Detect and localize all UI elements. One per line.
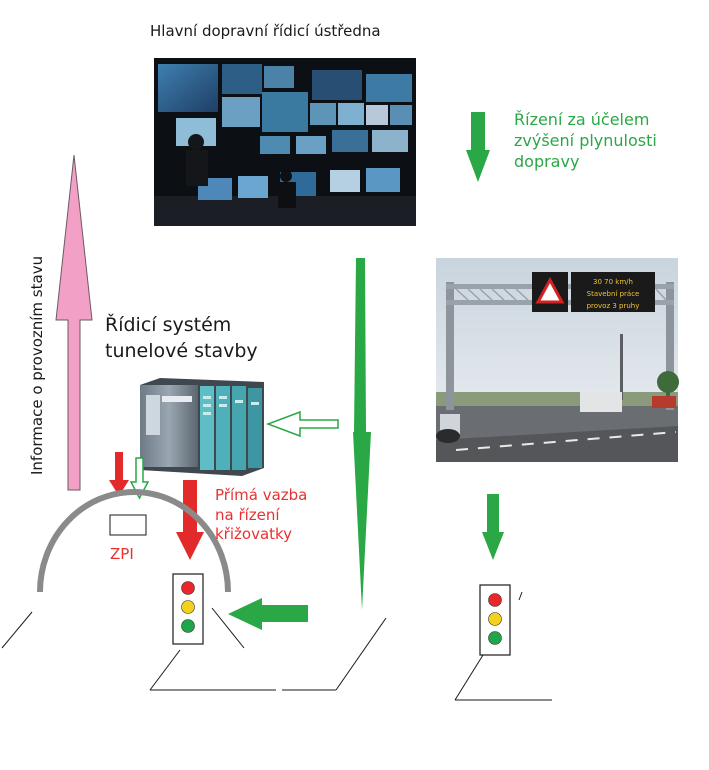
highway-gantry-photo: 30 70 km/h Stavební práce provoz 3 pruhy <box>436 258 679 462</box>
traffic-flow-note: Řízení za účelem zvýšení plynulosti dopr… <box>514 110 657 172</box>
zpi-box <box>109 514 147 536</box>
green-down-arrow-right <box>482 494 504 560</box>
traffic-light-left-yellow <box>181 600 195 614</box>
plc-controller <box>140 378 264 476</box>
red-down-arrow-small <box>109 452 129 496</box>
message-sign-panel <box>571 272 655 312</box>
video-wall <box>158 64 412 154</box>
direct-link-line-3: křižovatky <box>215 525 293 543</box>
traffic-flow-note-line-2: zvýšení plynulosti <box>514 130 657 150</box>
road-lines <box>1 591 552 701</box>
operational-state-info-label: Informace o provozním stavu <box>28 255 46 475</box>
control-center-title: Hlavní dopravní řídicí ústředna <box>150 22 381 40</box>
traffic-flow-note-line-3: dopravy <box>514 151 580 171</box>
green-long-arrow <box>353 258 371 610</box>
traffic-light-left-red <box>181 581 195 595</box>
tunnel-arc <box>37 489 231 593</box>
direct-link-note: Přímá vazba na řízení křižovatky <box>215 486 307 545</box>
sign-line-2: Stavební práce <box>587 290 640 298</box>
zpi-label: ZPI <box>110 545 134 563</box>
control-room-photo <box>154 58 416 226</box>
traffic-light-right-yellow <box>488 612 502 626</box>
traffic-light-left-green <box>181 619 195 633</box>
tunnel-control-system-line-1: Řídicí systém <box>105 314 232 336</box>
sign-line-1: 30 70 km/h <box>593 278 633 286</box>
tunnel-control-system-line-2: tunelové stavby <box>105 339 258 362</box>
green-down-arrow-top <box>466 112 490 182</box>
traffic-light-right-green <box>488 631 502 645</box>
sign-line-3: provoz 3 pruhy <box>587 302 640 310</box>
traffic-light-right <box>479 584 511 656</box>
outline-arrow-to-plc <box>265 410 339 438</box>
green-left-arrow <box>228 598 308 630</box>
traffic-flow-note-line-1: Řízení za účelem <box>514 110 650 129</box>
operator-desk <box>154 134 416 226</box>
tunnel-control-system-label: Řídicí systém tunelové stavby <box>105 313 258 364</box>
traffic-light-left <box>172 573 204 645</box>
direct-link-line-1: Přímá vazba <box>215 486 308 504</box>
pink-up-arrow <box>55 154 93 491</box>
red-down-arrow-large <box>176 480 204 560</box>
traffic-light-right-red <box>488 593 502 607</box>
direct-link-line-2: na řízení <box>215 505 280 524</box>
